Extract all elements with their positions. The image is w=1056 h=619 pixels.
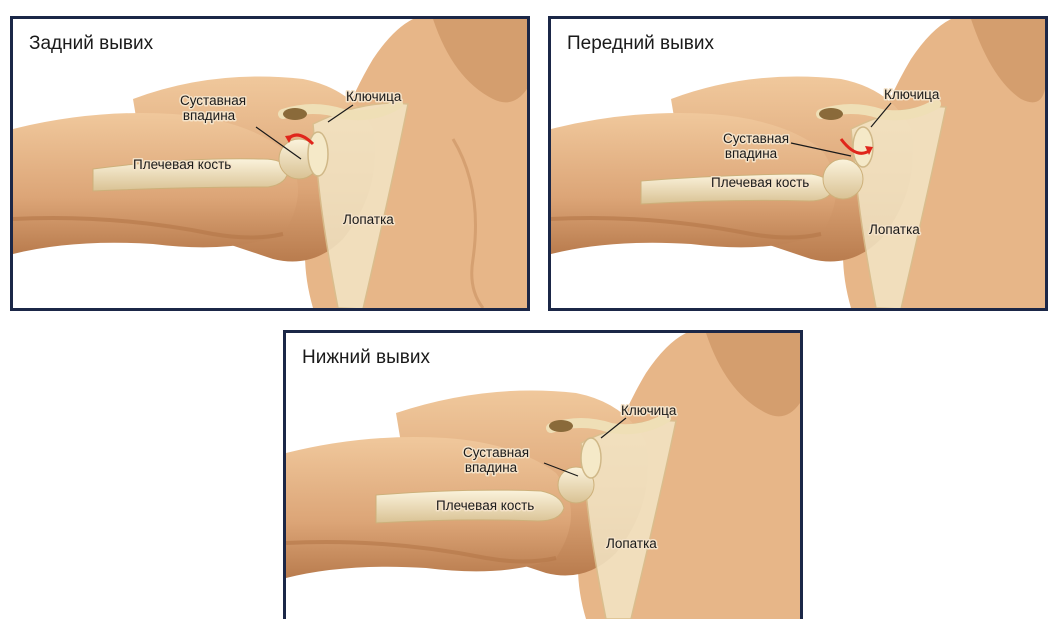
panel-posterior-dislocation: Суставная впадина Ключица Плечевая кость… (10, 16, 530, 311)
shoulder-illustration: Суставная впадина Ключица Плечевая кость… (551, 19, 1045, 308)
clavicle-label: Ключица (884, 87, 940, 102)
humerus-label: Плечевая кость (436, 498, 534, 513)
glenoid-label-line2: впадина (183, 108, 236, 123)
glenoid-label-line1: Суставная (463, 445, 529, 460)
glenoid-label-line2: впадина (465, 460, 518, 475)
scapula-label: Лопатка (606, 536, 657, 551)
panel-title: Нижний вывих (302, 347, 430, 369)
glenoid-label-line1: Суставная (180, 93, 246, 108)
glenoid-label-line2: впадина (725, 146, 778, 161)
panel-title: Задний вывих (29, 33, 153, 55)
humerus-label: Плечевая кость (133, 157, 231, 172)
clavicle-label: Ключица (346, 89, 402, 104)
panel-title: Передний вывих (567, 33, 714, 55)
clavicle-label: Ключица (621, 403, 677, 418)
panel-anterior-dislocation: Суставная впадина Ключица Плечевая кость… (548, 16, 1048, 311)
scapula-label: Лопатка (343, 212, 394, 227)
glenoid-label-line1: Суставная (723, 131, 789, 146)
shoulder-illustration: Суставная впадина Ключица Плечевая кость… (13, 19, 527, 308)
shoulder-illustration: Суставная впадина Ключица Плечевая кость… (286, 333, 800, 619)
humerus-label: Плечевая кость (711, 175, 809, 190)
scapula-label: Лопатка (869, 222, 920, 237)
panel-inferior-dislocation: Суставная впадина Ключица Плечевая кость… (283, 330, 803, 619)
